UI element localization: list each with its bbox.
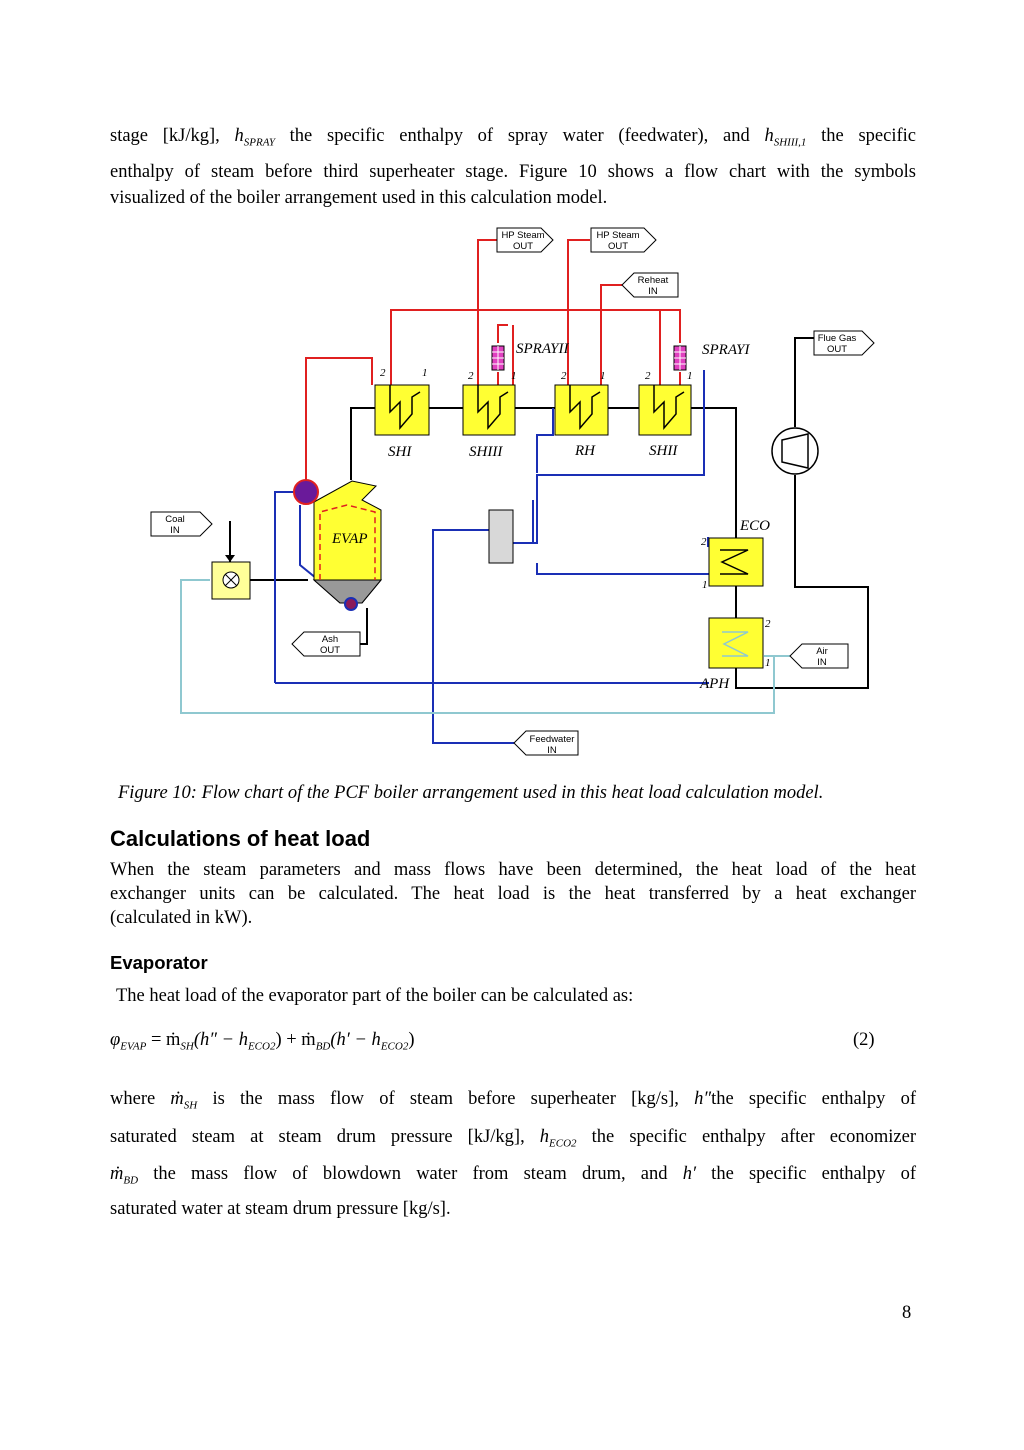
svg-text:EVAP: EVAP xyxy=(331,531,368,547)
svg-text:APH: APH xyxy=(699,676,730,692)
steam-drum xyxy=(293,479,319,505)
intro-line-2: enthalpy of steam before third superheat… xyxy=(110,161,916,182)
where-paragraph: where ṁSH is the mass flow of steam befo… xyxy=(110,1084,916,1221)
label-sprayi: SPRAYI xyxy=(702,342,751,358)
equation: φEVAP = ṁSH(h″ − hECO2) + ṁBD(h′ − hECO2… xyxy=(110,1030,415,1053)
tag-feedwater-in: Feedwater IN xyxy=(513,730,579,756)
svg-text:ECO: ECO xyxy=(739,518,770,534)
svg-text:1: 1 xyxy=(765,657,771,669)
svg-text:OUT: OUT xyxy=(608,241,628,252)
svg-text:OUT: OUT xyxy=(513,241,533,252)
svg-text:RH: RH xyxy=(574,443,596,459)
svg-text:IN: IN xyxy=(648,286,658,297)
section-line-3: (calculated in kW). xyxy=(110,908,253,928)
svg-text:2: 2 xyxy=(701,536,707,548)
tag-hp-steam-out-1: HP Steam OUT xyxy=(496,227,554,253)
unit-shiii: 2 1 SHIII xyxy=(462,370,517,460)
svg-text:IN: IN xyxy=(817,657,827,668)
svg-text:HP Steam: HP Steam xyxy=(596,230,639,241)
where-line-1: where ṁSH is the mass flow of steam befo… xyxy=(110,1089,916,1112)
svg-text:HP Steam: HP Steam xyxy=(501,230,544,241)
steam-lines xyxy=(305,239,681,483)
intro-line-3: visualized of the boiler arrangement use… xyxy=(110,187,608,208)
svg-text:2: 2 xyxy=(645,370,651,382)
unit-shii: 2 1 SHII xyxy=(638,370,693,459)
evap-intro: The heat load of the evaporator part of … xyxy=(116,986,634,1006)
tag-hp-steam-out-2: HP Steam OUT xyxy=(590,227,657,253)
where-line-2: saturated steam at steam drum pressure [… xyxy=(110,1126,916,1150)
svg-text:2: 2 xyxy=(561,370,567,382)
tag-reheat-in: Reheat IN xyxy=(621,272,679,298)
tag-flue-gas-out: Flue Gas OUT xyxy=(813,330,875,356)
feedwater-heater xyxy=(488,509,514,564)
svg-text:IN: IN xyxy=(170,525,180,536)
svg-text:1: 1 xyxy=(687,370,693,382)
svg-text:2: 2 xyxy=(765,618,771,630)
intro-paragraph: stage [kJ/kg], hSPRAY the specific entha… xyxy=(110,123,916,211)
svg-text:Reheat: Reheat xyxy=(638,275,669,286)
svg-text:2: 2 xyxy=(468,370,474,382)
svg-text:1: 1 xyxy=(511,370,517,382)
boiler-flow-chart: HP Steam OUT HP Steam OUT Reheat IN Flue… xyxy=(150,227,875,756)
label-sprayii: SPRAYII xyxy=(516,341,569,357)
unit-eco: ECO 2 1 xyxy=(701,518,770,591)
svg-text:Flue Gas: Flue Gas xyxy=(818,333,857,344)
svg-text:SHII: SHII xyxy=(649,443,678,459)
subsection-heading: Evaporator xyxy=(110,952,208,973)
page-number: 8 xyxy=(902,1303,912,1323)
water-lines xyxy=(274,370,709,744)
unit-rh: 2 1 RH xyxy=(554,370,609,459)
svg-text:1: 1 xyxy=(422,367,428,379)
svg-text:1: 1 xyxy=(702,579,708,591)
figure-caption: Figure 10: Flow chart of the PCF boiler … xyxy=(118,783,824,803)
section-paragraph: When the steam parameters and mass flows… xyxy=(110,858,916,930)
svg-text:SHI: SHI xyxy=(388,444,412,460)
unit-evap: EVAP xyxy=(312,480,383,604)
tag-coal-in: Coal IN xyxy=(150,511,213,537)
svg-text:SHIII: SHIII xyxy=(469,444,503,460)
equation-number: (2) xyxy=(853,1030,875,1050)
section-line-2: exchanger units can be calculated. The h… xyxy=(110,884,916,904)
section-line-1: When the steam parameters and mass flows… xyxy=(110,860,916,880)
air-lines xyxy=(180,579,790,714)
unit-aph: APH 2 1 xyxy=(699,617,771,692)
unit-shi: 2 1 SHI xyxy=(374,367,430,460)
flue-gas-path xyxy=(229,337,869,689)
svg-text:Coal: Coal xyxy=(165,514,185,525)
where-line-3: ṁBD the mass flow of blowdown water from… xyxy=(110,1164,916,1188)
tag-ash-out: Ash OUT xyxy=(291,631,361,657)
intro-line-1: stage [kJ/kg], hSPRAY the specific entha… xyxy=(110,126,916,149)
svg-text:Ash: Ash xyxy=(322,634,338,645)
tag-air-in: Air IN xyxy=(789,643,849,669)
lower-drum xyxy=(344,597,358,611)
svg-text:2: 2 xyxy=(380,367,386,379)
svg-text:IN: IN xyxy=(547,745,557,756)
coal-mill xyxy=(211,521,251,600)
section-heading: Calculations of heat load xyxy=(110,826,371,851)
svg-text:Air: Air xyxy=(816,646,828,657)
flue-gas-fan xyxy=(771,427,819,475)
where-line-4: saturated water at steam drum pressure [… xyxy=(110,1199,451,1220)
svg-text:1: 1 xyxy=(600,370,606,382)
svg-text:OUT: OUT xyxy=(320,645,340,656)
svg-text:Feedwater: Feedwater xyxy=(530,734,575,745)
svg-text:OUT: OUT xyxy=(827,344,847,355)
